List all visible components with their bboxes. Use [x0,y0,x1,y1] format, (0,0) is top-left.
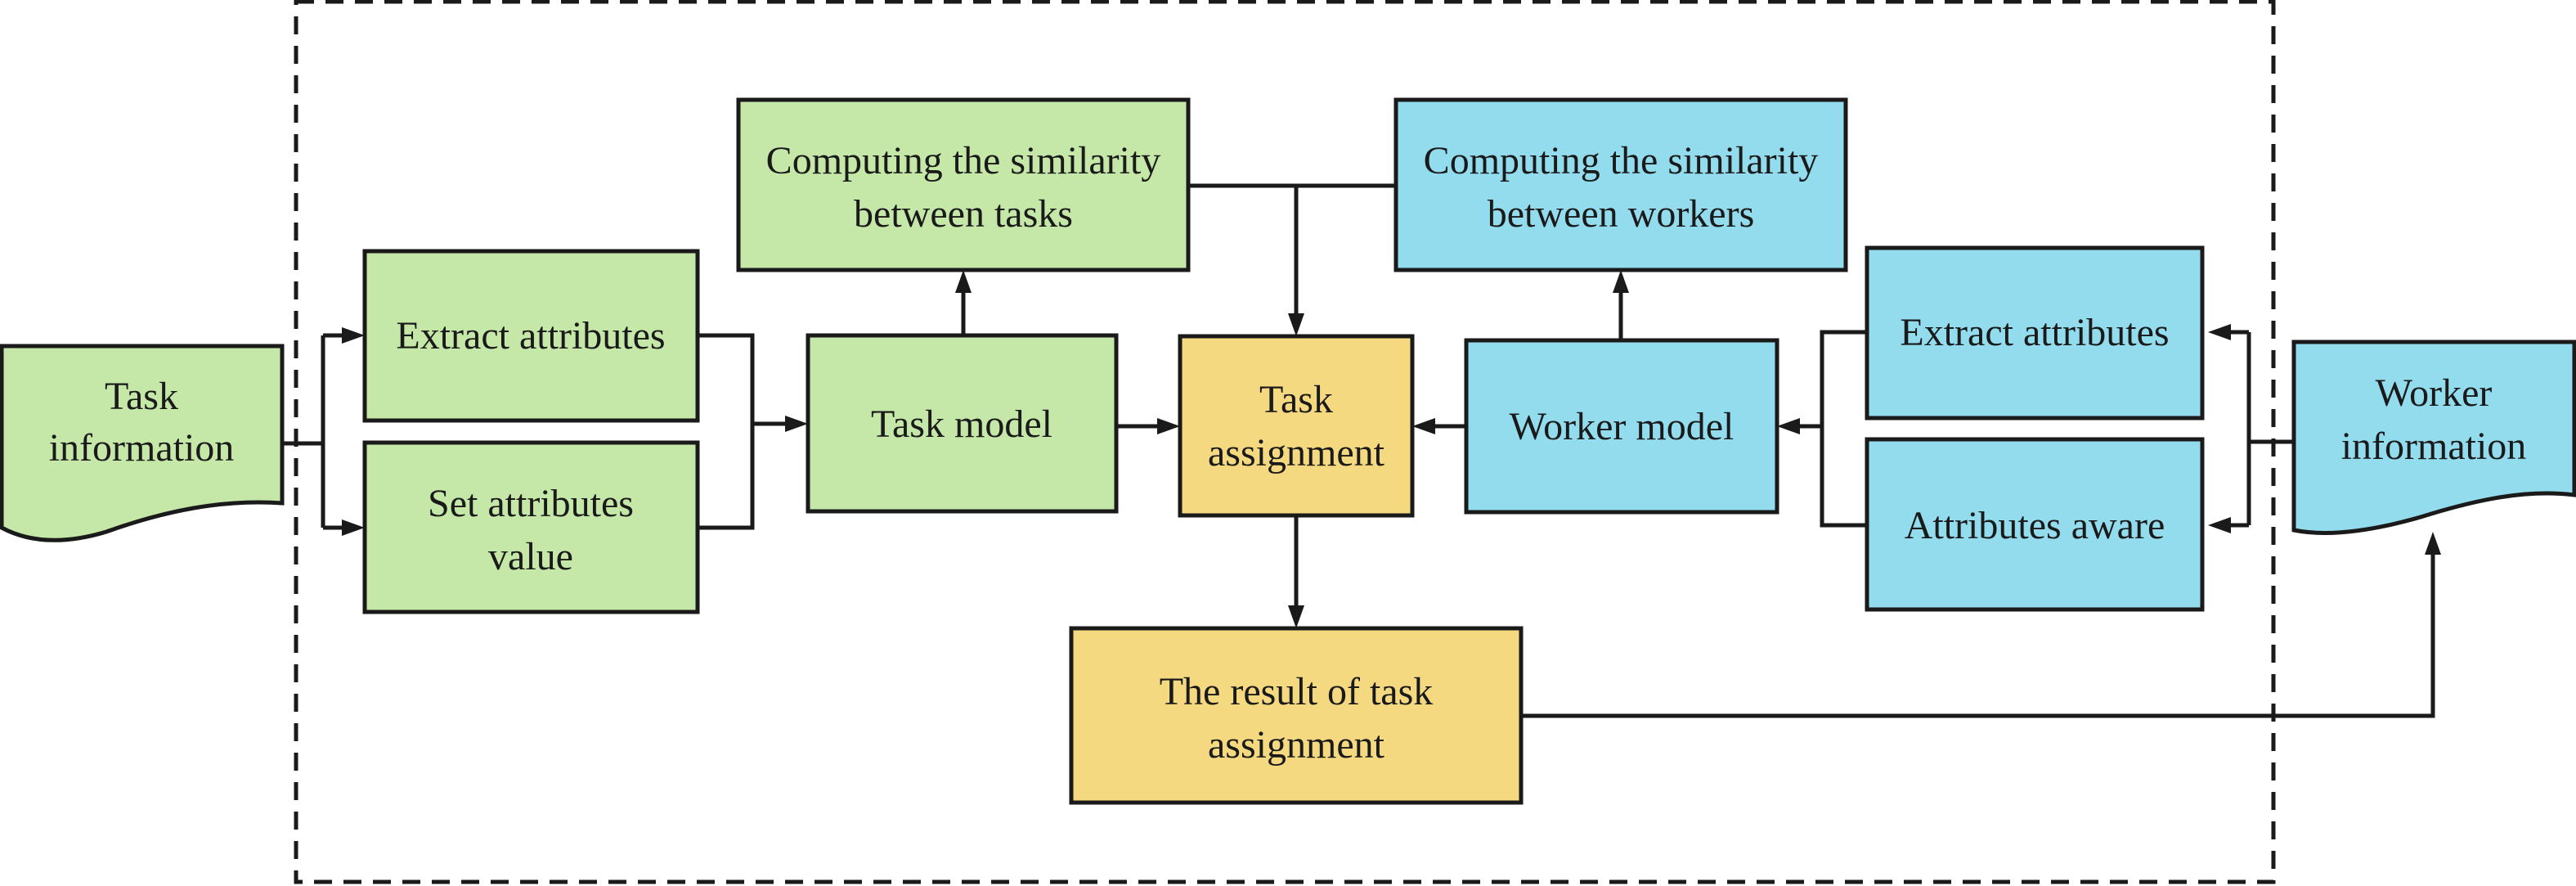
similarity-workers-line1: Computing the similarity [1424,139,1819,182]
arrowhead [1288,605,1304,628]
result-line1: The result of task [1160,670,1434,713]
edge-worker-info-split [2246,332,2294,525]
worker-information-shape [2291,340,2576,535]
worker-model-label: Worker model [1510,405,1735,448]
similarity-tasks-line1: Computing the similarity [766,139,1161,182]
task-information-line1: Task [105,375,178,418]
arrowhead [1288,313,1304,336]
arrowhead [785,416,808,432]
set-attributes-value-node: Set attributes value [362,440,700,614]
worker-information-node: Worker information [2291,340,2576,535]
extract-attributes-worker-node: Extract attributes [1865,245,2205,421]
task-model-label: Task model [871,403,1052,446]
similarity-workers-node: Computing the similarity between workers [1393,97,1848,272]
arrowhead [1613,270,1629,293]
task-model-node: Task model [806,333,1119,514]
arrowhead [955,270,972,293]
task-information-shape [0,344,285,542]
extract-attributes-task-node: Extract attributes [362,249,700,423]
arrowhead [1777,418,1800,434]
edge-worker-attrs-merge [1800,330,1867,528]
edge-similarities-to-assign [1188,183,1396,313]
task-assignment-line2: assignment [1208,431,1385,474]
worker-information-line2: information [2341,425,2527,468]
arrowhead [2425,532,2441,555]
edge-result-to-worker-info [1521,555,2435,718]
similarity-workers-line2: between workers [1488,192,1755,236]
result-node: The result of task assignment [1069,626,1524,805]
arrowhead [2208,324,2231,340]
attributes-aware-node: Attributes aware [1865,437,2205,612]
attributes-aware-label: Attributes aware [1905,504,2165,547]
set-attributes-value-line1: Set attributes [428,482,634,525]
task-assignment-node: Task assignment [1178,334,1415,518]
arrowhead [2208,517,2231,533]
extract-attributes-worker-label: Extract attributes [1900,311,2169,354]
similarity-tasks-line2: between tasks [854,192,1073,236]
result-line2: assignment [1208,723,1385,767]
arrowhead [1412,418,1435,434]
set-attributes-value-line2: value [488,535,573,578]
task-information-line2: information [49,426,235,470]
worker-information-line1: Worker [2376,371,2493,415]
worker-model-node: Worker model [1464,338,1779,515]
arrowhead [342,327,365,344]
arrowhead [342,519,365,536]
task-information-node: Task information [0,344,285,542]
edge-task-attrs-merge [698,333,785,530]
arrowhead [1157,418,1180,434]
extract-attributes-task-label: Extract attributes [396,314,665,358]
edge-task-info-split [282,335,325,528]
task-assignment-line1: Task [1259,378,1333,421]
similarity-tasks-node: Computing the similarity between tasks [736,97,1191,272]
